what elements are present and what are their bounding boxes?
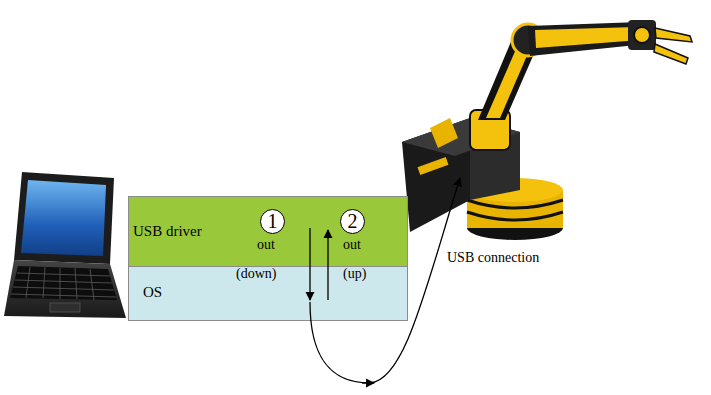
driver-band: USB driver 1 2	[128, 196, 408, 267]
port-label: out	[257, 237, 275, 254]
usb-cable	[310, 178, 460, 383]
laptop-illustration	[4, 172, 126, 318]
down-arrow	[309, 228, 310, 300]
up-arrow	[327, 230, 328, 300]
port-label: out	[343, 237, 361, 254]
callout-circle: 2	[340, 209, 365, 234]
connection-label: USB connection	[447, 250, 543, 267]
node-text: 2	[348, 210, 358, 233]
callout-circle: 1	[260, 209, 285, 234]
direction-label: (up)	[343, 266, 366, 283]
arrow-tick	[362, 382, 374, 383]
node-text: 1	[268, 210, 278, 233]
direction-label: (down)	[236, 266, 276, 283]
robot-arm-illustration	[402, 20, 692, 240]
node-text: USB driver	[133, 223, 202, 240]
node-text: OS	[143, 284, 162, 301]
